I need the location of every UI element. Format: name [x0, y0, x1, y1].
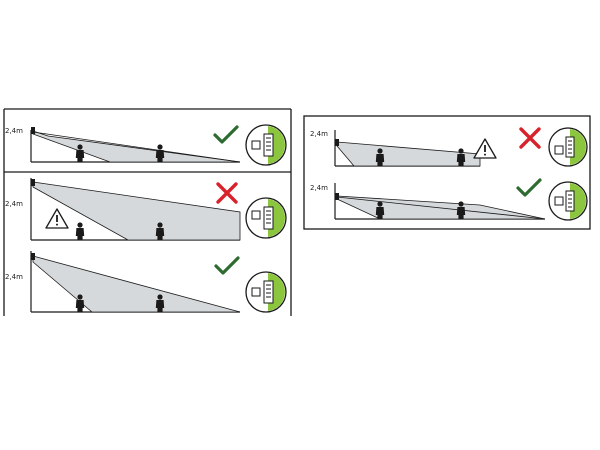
- left-scenario-1: 2,4m: [5, 124, 287, 166]
- warning-icon: [473, 138, 497, 159]
- height-label: 2,4m: [5, 127, 23, 135]
- right-panel: 2,4m 2,4m: [303, 115, 591, 230]
- check-icon: [214, 256, 240, 275]
- height-label: 2,4m: [5, 200, 23, 208]
- detector-mark: [31, 179, 35, 186]
- detector-tilt-icon: [548, 127, 588, 167]
- person-near: [75, 222, 85, 240]
- left-scenario-2: 2,4m: [5, 178, 287, 241]
- warning-icon: [45, 208, 69, 229]
- height-label: 2,4m: [5, 273, 23, 281]
- left-scenario-3: 2,4m: [5, 251, 287, 313]
- detector-mark: [335, 193, 339, 200]
- check-icon: [516, 178, 542, 197]
- detector-mark: [31, 127, 35, 134]
- detector-tilt-icon: [245, 271, 287, 313]
- right-scenario-1: 2,4m: [310, 127, 588, 167]
- cross-icon: [519, 127, 541, 149]
- check-icon: [213, 125, 239, 144]
- detector-mark: [335, 139, 339, 146]
- left-panel: 2,4m 2,4m: [3, 108, 292, 316]
- right-scenario-2: 2,4m: [310, 178, 588, 221]
- detector-mark: [31, 253, 35, 260]
- detector-tilt-icon: [548, 181, 588, 221]
- height-label: 2,4m: [310, 184, 328, 192]
- cross-icon: [216, 182, 238, 204]
- detection-zone: [32, 255, 241, 313]
- height-label: 2,4m: [310, 130, 328, 138]
- detector-tilt-icon: [245, 124, 287, 166]
- detection-zone: [32, 181, 241, 241]
- detector-tilt-icon: [245, 197, 287, 239]
